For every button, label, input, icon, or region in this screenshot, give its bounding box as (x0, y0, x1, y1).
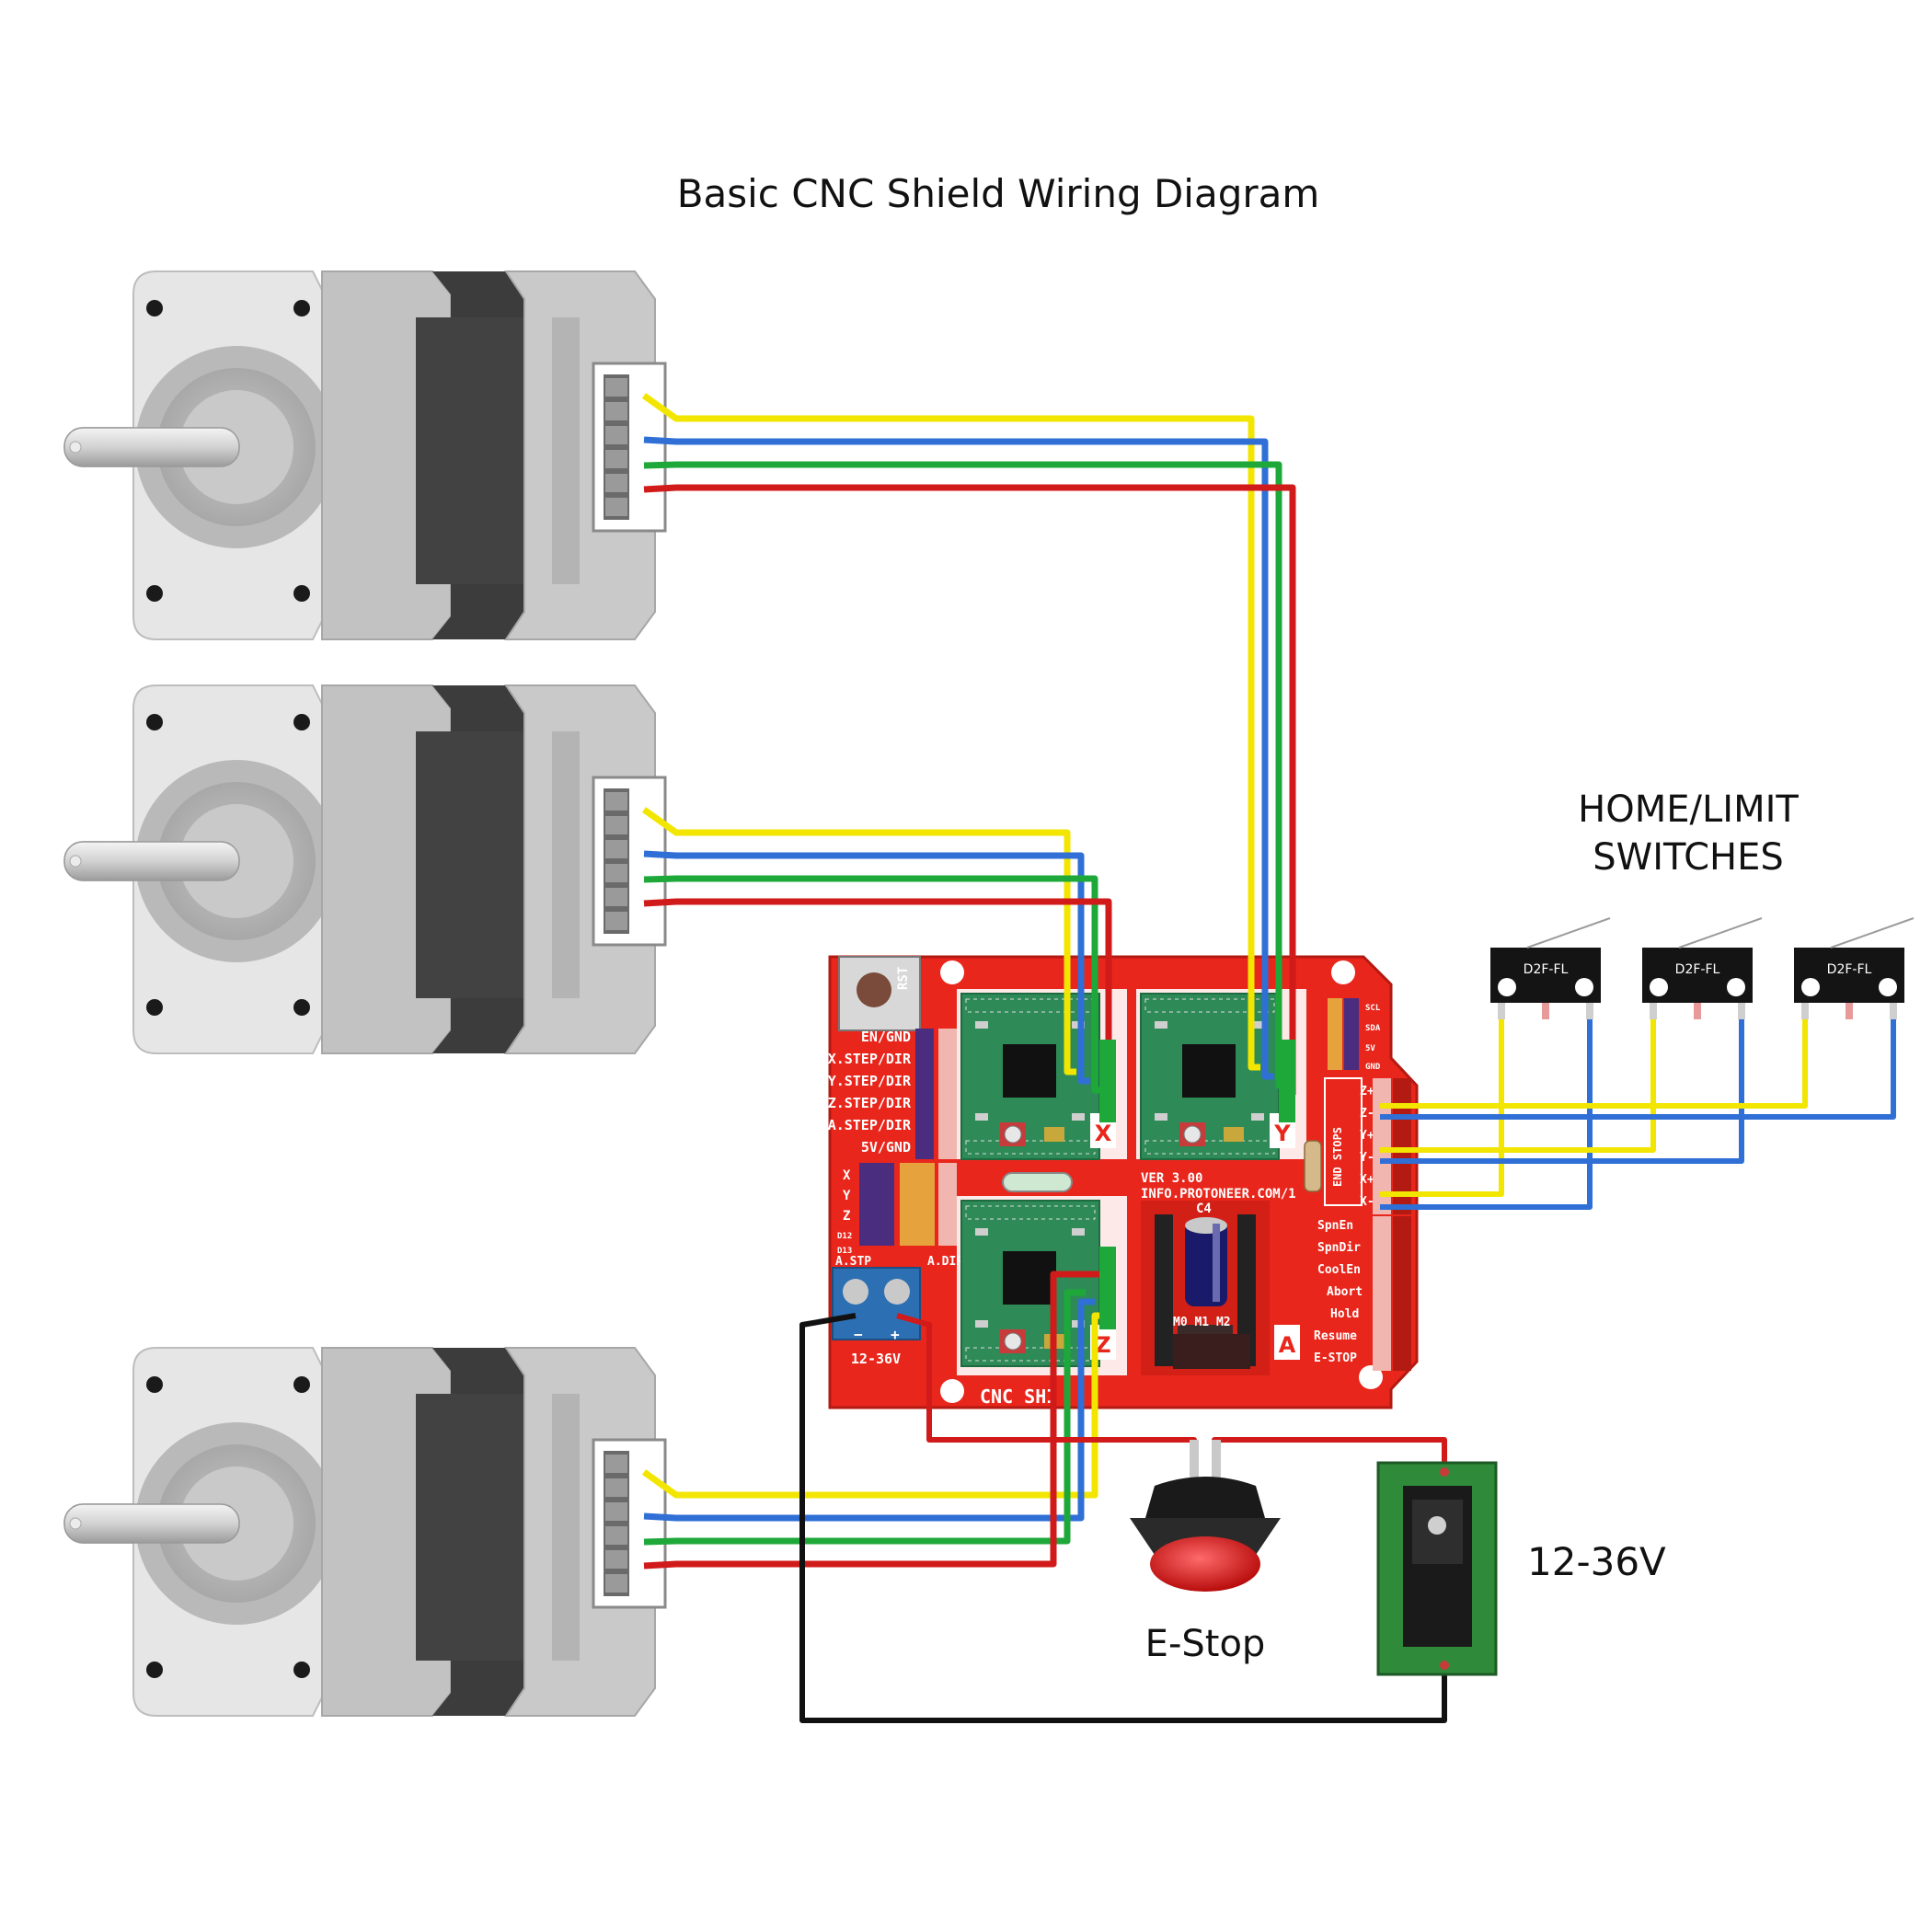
endstop-label-y-minus: Y- (1360, 1151, 1374, 1165)
endstop-label-z-minus: Z- (1360, 1107, 1374, 1121)
limit-switch-2: D2F-FL (1641, 917, 1763, 1020)
rst-label: RST (896, 967, 911, 990)
switch-1-model: D2F-FL (1524, 962, 1569, 977)
pin-label-en-gnd: EN/GND (861, 1029, 911, 1045)
crystal (1002, 1172, 1073, 1192)
diagram-title: Basic CNC Shield Wiring Diagram (677, 171, 1320, 216)
axis-clone-header: X Y Z D12 D13 A.STP A.DIR (835, 1163, 963, 1269)
endstop-label-y-plus: Y+ (1360, 1129, 1374, 1143)
pin-label-y-step-dir: Y.STEP/DIR (828, 1073, 912, 1089)
axis-clone-label-d12: D12 (837, 1232, 852, 1241)
e-stop-button (1130, 1440, 1281, 1592)
stepper-motor-z (63, 1346, 667, 1718)
power-terminal: − + 12-36V (832, 1267, 921, 1367)
url-label: INFO.PROTONEER.COM/1 (1141, 1187, 1296, 1202)
switches-label-line1: HOME/LIMIT (1578, 788, 1799, 831)
driver-output-pins (1099, 1040, 1295, 1329)
pin-label-5v-gnd: 5V/GND (861, 1139, 911, 1156)
slot-label-a: A (1279, 1332, 1296, 1358)
power-jack (1376, 1461, 1498, 1676)
endstop-header: END STOPS Z+ Z- Y+ Y- X+ X- (1324, 1077, 1411, 1214)
control-label-hold: Hold (1330, 1307, 1359, 1321)
endstop-label-x-plus: X+ (1360, 1173, 1374, 1187)
pin-label-x-step-dir: X.STEP/DIR (828, 1051, 912, 1067)
switches-label-line2: SWITCHES (1593, 836, 1784, 879)
resistor (1304, 1140, 1322, 1192)
axis-clone-label-d13: D13 (837, 1247, 852, 1256)
driver-slot-z: Z (957, 1196, 1127, 1375)
switch-3-model: D2F-FL (1827, 962, 1872, 977)
e-stop-label: E-Stop (1145, 1623, 1266, 1665)
driver-slot-x: X (957, 989, 1127, 1160)
reset-button: RST (838, 956, 921, 1031)
slot-label-y: Y (1273, 1121, 1291, 1146)
slot-label-x: X (1095, 1121, 1112, 1146)
psu-voltage-label: 12-36V (1527, 1539, 1666, 1584)
control-header: SpnEn SpnDir CoolEn Abort Hold Resume E-… (1314, 1216, 1411, 1371)
control-label-abort: Abort (1327, 1285, 1363, 1299)
a-dir-label: A.DIR (927, 1255, 963, 1269)
terminal-power-label: 12-36V (851, 1351, 901, 1367)
axis-clone-label-y: Y (843, 1189, 851, 1203)
capacitor-label: C4 (1196, 1202, 1212, 1216)
slot-label-z: Z (1095, 1332, 1110, 1358)
terminal-plus-label: + (891, 1326, 900, 1343)
wires-motor-z (641, 1271, 1109, 1570)
control-label-spndir: SpnDir (1317, 1241, 1361, 1255)
terminal-minus-label: − (854, 1326, 863, 1343)
control-label-coolen: CoolEn (1317, 1263, 1361, 1277)
pin-label-z-step-dir: Z.STEP/DIR (828, 1095, 912, 1111)
stepper-motor-x (63, 270, 667, 641)
control-label-resume: Resume (1314, 1329, 1357, 1343)
wires-motor-y (641, 807, 1112, 1099)
axis-clone-label-z: Z (843, 1209, 850, 1224)
version-label: VER 3.00 (1141, 1171, 1202, 1186)
cnc-shield-board: RST EN/GND X.STEP/DIR Y.STEP/DIR Z.STEP/… (828, 955, 1419, 1409)
endstop-label-z-plus: Z+ (1360, 1085, 1374, 1098)
endstops-label: END STOPS (1331, 1127, 1344, 1187)
shield-name-label: CNC SHI (980, 1386, 1057, 1408)
capacitor (1185, 1217, 1227, 1306)
left-header-pins (915, 1029, 957, 1159)
control-label-spnen: SpnEn (1317, 1219, 1353, 1233)
axis-clone-label-x: X (843, 1168, 851, 1183)
microstep-label: M0 M1 M2 (1173, 1316, 1231, 1329)
control-label-e-stop: E-STOP (1314, 1351, 1357, 1365)
a-stp-label: A.STP (835, 1255, 871, 1269)
i2c-label-scl: SCL (1365, 1004, 1381, 1013)
wires-limit-switches (1380, 1019, 1896, 1210)
endstop-label-x-minus: X- (1360, 1195, 1374, 1209)
limit-switch-1: D2F-FL (1489, 917, 1611, 1020)
i2c-label-gnd: GND (1365, 1063, 1381, 1072)
stepper-motor-y (63, 684, 667, 1055)
i2c-label-sda: SDA (1365, 1024, 1381, 1033)
i2c-label-5v: 5V (1365, 1044, 1375, 1053)
i2c-header: SCL SDA 5V GND (1328, 998, 1381, 1072)
limit-switch-3: D2F-FL (1793, 917, 1915, 1020)
switch-2-model: D2F-FL (1675, 962, 1720, 977)
pin-label-a-step-dir: A.STEP/DIR (828, 1117, 912, 1133)
microstep-jumpers (1173, 1334, 1250, 1369)
left-pin-labels: EN/GND X.STEP/DIR Y.STEP/DIR Z.STEP/DIR … (828, 1029, 912, 1156)
